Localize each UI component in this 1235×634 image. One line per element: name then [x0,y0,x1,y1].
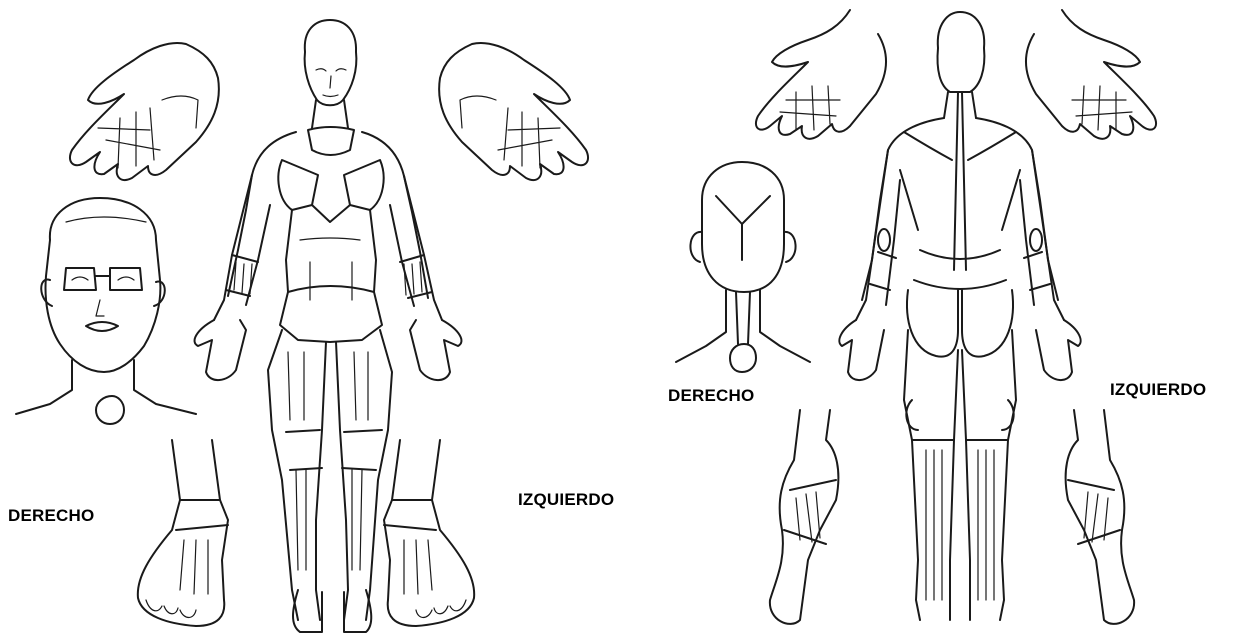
back-left-hand [1026,10,1156,139]
back-right-sole [770,410,839,624]
front-torso [228,132,428,298]
front-body-figure [195,20,462,632]
back-right-hand [756,10,886,139]
front-right-foot [138,440,228,626]
front-label-right-side: DERECHO [8,506,94,526]
front-left-hand [439,43,588,180]
front-label-left-side: IZQUIERDO [518,490,614,510]
front-head [305,20,357,105]
front-right-hand [70,43,219,180]
front-face-detail [16,198,196,424]
back-label-left-side: IZQUIERDO [1110,380,1206,400]
back-left-sole [1066,410,1135,624]
back-label-right-side: DERECHO [668,386,754,406]
back-head-detail [676,162,810,372]
front-left-foot [384,440,474,626]
